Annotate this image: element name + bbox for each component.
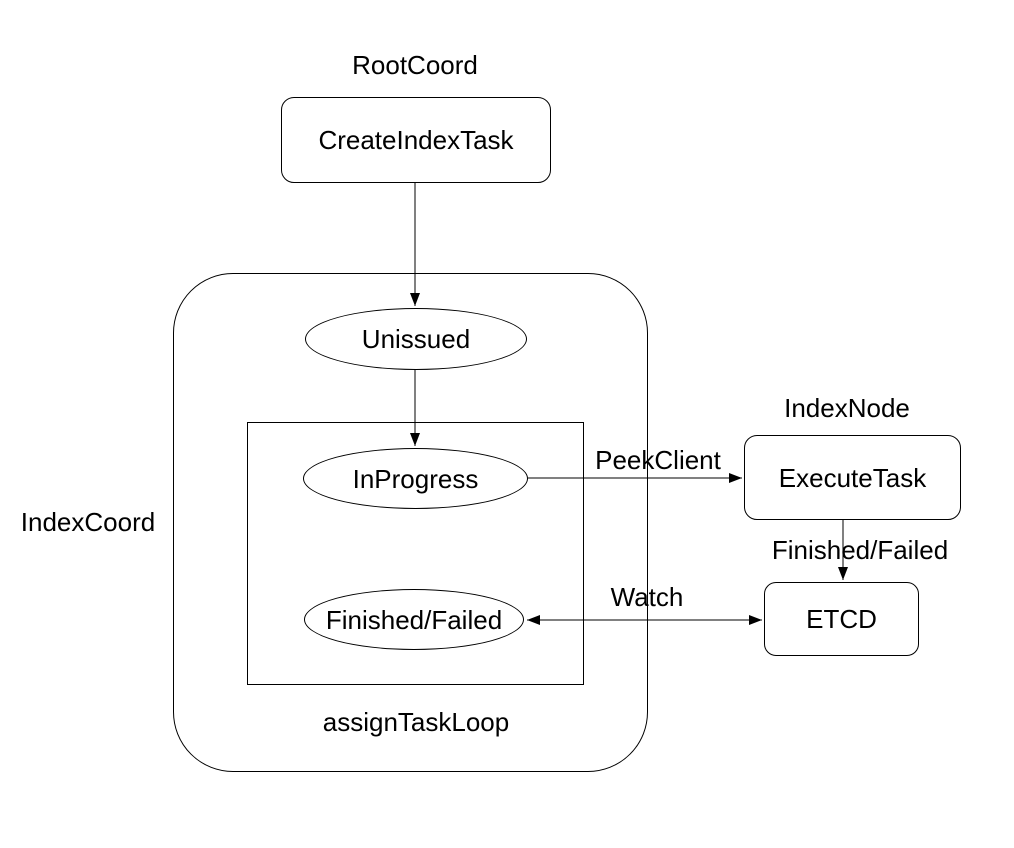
label-index-node: IndexNode bbox=[784, 393, 910, 424]
node-unissued-label: Unissued bbox=[361, 324, 471, 354]
node-finished-failed: Finished/Failed bbox=[304, 589, 524, 650]
node-in-progress: InProgress bbox=[303, 448, 528, 509]
edge-label-peek-client: PeekClient bbox=[595, 445, 721, 476]
label-assign-task-loop: assignTaskLoop bbox=[322, 707, 510, 738]
assign-task-loop-group-frame bbox=[247, 422, 584, 685]
node-in-progress-label: InProgress bbox=[352, 463, 479, 494]
edge-label-watch: Watch bbox=[610, 582, 684, 613]
node-execute-task-label: ExecuteTask bbox=[778, 462, 927, 493]
label-index-coord: IndexCoord bbox=[20, 507, 156, 538]
index-coord-group-frame bbox=[173, 273, 648, 772]
node-etcd-label: ETCD bbox=[806, 604, 877, 634]
node-etcd: ETCD bbox=[764, 582, 919, 656]
node-create-index-task: CreateIndexTask bbox=[281, 97, 551, 183]
node-unissued: Unissued bbox=[305, 308, 527, 370]
label-root-coord: RootCoord bbox=[352, 50, 478, 81]
node-execute-task: ExecuteTask bbox=[744, 435, 961, 520]
edge-label-finished-failed: Finished/Failed bbox=[771, 535, 949, 566]
node-create-index-task-label: CreateIndexTask bbox=[318, 125, 514, 155]
node-finished-failed-label: Finished/Failed bbox=[325, 604, 503, 635]
